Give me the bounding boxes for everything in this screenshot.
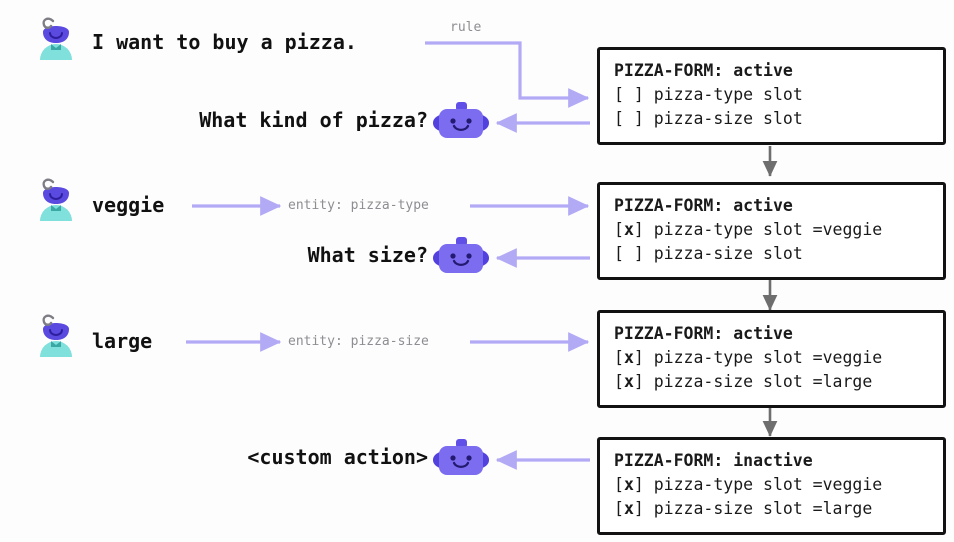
slot-bracket-open: [ [614,348,624,367]
user-avatar-icon [40,178,72,221]
slot-bracket-open: [ [614,220,624,239]
state-3-slot-2: [x] pizza-size slot =large [614,370,943,394]
state-1-title: PIZZA-FORM: active [614,61,793,80]
state-3-title: PIZZA-FORM: active [614,324,793,343]
slot-bracket-open: [ [614,85,624,104]
state-1-slot-1: [ ] pizza-type slot [614,83,943,107]
edge-label-entity-pizza-size: entity: pizza-size [288,334,429,349]
bot-avatar-icon [433,439,489,475]
slot-mark: x [623,475,634,494]
state-4-slot-1: [x] pizza-type slot =veggie [614,473,943,497]
slot-mark: x [623,372,634,391]
edge-label-entity-pizza-type: entity: pizza-type [288,198,429,213]
slot-text: ] pizza-type slot [633,85,803,104]
user-utterance-3: large [92,329,153,353]
slot-mark: x [623,499,634,518]
slot-text: ] pizza-size slot [633,244,803,263]
state-box-4: PIZZA-FORM: inactive [x] pizza-type slot… [597,437,946,535]
slot-bracket-open: [ [614,475,624,494]
slot-text: ] pizza-type slot =veggie [633,220,883,239]
slot-bracket-open: [ [614,109,624,128]
state-box-2: PIZZA-FORM: active [x] pizza-type slot =… [597,182,946,280]
user-utterance-2: veggie [92,193,165,217]
bot-avatar-icon [433,102,489,138]
slot-text: ] pizza-size slot =large [633,372,873,391]
slot-bracket-open: [ [614,372,624,391]
slot-mark: x [623,220,634,239]
edge-rule [425,41,590,108]
slot-mark [624,85,634,104]
bot-utterance-1: What kind of pizza? [199,108,428,132]
state-2-slot-1: [x] pizza-type slot =veggie [614,218,943,242]
edge-label-rule: rule [450,20,482,35]
state-box-3: PIZZA-FORM: active [x] pizza-type slot =… [597,310,946,408]
bot-utterance-3: <custom action> [247,445,428,469]
slot-text: ] pizza-size slot =large [633,499,873,518]
slot-text: ] pizza-type slot =veggie [633,348,883,367]
user-utterance-1: I want to buy a pizza. [92,30,357,54]
state-2-title: PIZZA-FORM: active [614,196,793,215]
slot-bracket-open: [ [614,499,624,518]
slot-mark [624,109,634,128]
slot-text: ] pizza-size slot [633,109,803,128]
bot-utterance-2: What size? [307,243,428,267]
slot-text: ] pizza-type slot =veggie [633,475,883,494]
state-4-title: PIZZA-FORM: inactive [614,451,813,470]
state-3-slot-1: [x] pizza-type slot =veggie [614,346,943,370]
state-box-1: PIZZA-FORM: active [ ] pizza-type slot [… [597,47,946,145]
slot-bracket-open: [ [614,244,624,263]
user-avatar-icon [40,314,72,357]
state-4-slot-2: [x] pizza-size slot =large [614,497,943,521]
slot-mark [624,244,634,263]
slot-mark: x [623,348,634,367]
bot-avatar-icon [433,237,489,273]
user-avatar-icon [40,17,72,60]
state-1-slot-2: [ ] pizza-size slot [614,107,943,131]
state-2-slot-2: [ ] pizza-size slot [614,242,943,266]
